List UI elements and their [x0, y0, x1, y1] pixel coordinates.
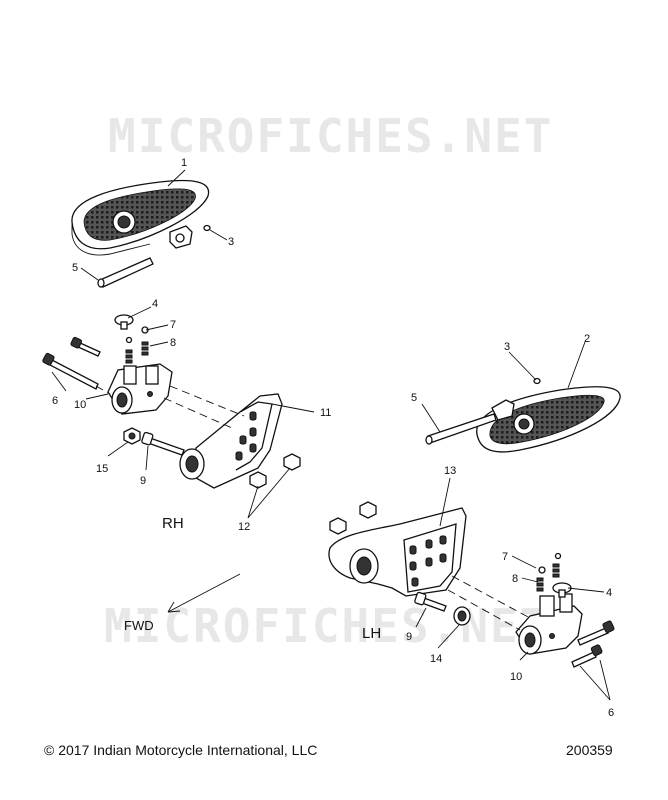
bolt-lh-lower	[577, 620, 615, 646]
clamp-lh	[515, 593, 583, 655]
label-rh: RH	[162, 515, 184, 532]
callout-13: 13	[444, 465, 456, 477]
label-fwd: FWD	[124, 618, 154, 633]
callout-5-lh: 5	[411, 392, 417, 404]
mount-bracket-lh	[328, 507, 467, 597]
ball-lh	[538, 566, 546, 574]
callout-2: 2	[584, 333, 590, 345]
callout-9-rh: 9	[140, 475, 146, 487]
callout-8-rh: 8	[170, 337, 176, 349]
spring-lh	[536, 563, 560, 592]
ball-lh-2	[554, 552, 562, 560]
figure-number: 200359	[566, 742, 613, 758]
nut-rh-12b	[283, 453, 301, 471]
nut-lh-b	[359, 501, 377, 519]
bolt-lh-upper	[571, 644, 603, 668]
leader-lines	[51, 169, 611, 701]
callout-4-lh: 4	[606, 587, 612, 599]
callout-10-lh: 10	[510, 671, 522, 683]
nut-rh-15	[123, 427, 141, 445]
callout-11: 11	[320, 407, 331, 419]
ball-rh-2	[125, 336, 133, 344]
callout-6-rh: 6	[52, 395, 58, 407]
bolt-rh-mount	[141, 431, 185, 456]
bolt-rh-lower	[42, 352, 99, 390]
pivot-pin-lh	[425, 413, 497, 445]
pivot-pin-rh	[97, 257, 154, 288]
callout-8-lh: 8	[512, 573, 518, 585]
floorboard-rh	[71, 179, 210, 256]
floorboard-lh	[476, 386, 621, 453]
callout-15: 15	[96, 463, 108, 475]
copyright-text: © 2017 Indian Motorcycle International, …	[44, 742, 318, 758]
callout-3-rh: 3	[228, 236, 234, 248]
forward-arrow	[167, 573, 241, 613]
callout-7-rh: 7	[170, 319, 176, 331]
callout-12: 12	[238, 521, 250, 533]
callouts: 1 2 3 3 4 4 5 5 6 6 7 7 8 8 9 9 10 10 11…	[52, 157, 614, 719]
callout-1: 1	[181, 157, 187, 169]
clip-ring-rh	[203, 224, 211, 232]
nut-rh-12a	[249, 471, 267, 489]
button-plug-lh	[552, 582, 572, 598]
bolt-lh-mount	[414, 591, 447, 612]
plug-lh-14	[453, 606, 471, 626]
bolt-rh-upper	[70, 336, 101, 357]
callout-3-lh: 3	[504, 341, 510, 353]
callout-6-lh: 6	[608, 707, 614, 719]
mount-bracket-rh	[179, 393, 283, 489]
label-lh: LH	[362, 625, 381, 642]
callout-7-lh: 7	[502, 551, 508, 563]
callout-5-rh: 5	[72, 262, 78, 274]
watermark-top: MICROFICHES.NET	[108, 109, 553, 163]
nut-lh-a	[329, 517, 347, 535]
clamp-rh	[107, 363, 173, 415]
callout-14: 14	[430, 653, 442, 665]
callout-9-lh: 9	[406, 631, 412, 643]
callout-4-rh: 4	[152, 298, 158, 310]
spring-rh	[125, 341, 149, 364]
watermark-bottom: MICROFICHES.NET	[104, 599, 549, 653]
callout-10-rh: 10	[74, 399, 86, 411]
